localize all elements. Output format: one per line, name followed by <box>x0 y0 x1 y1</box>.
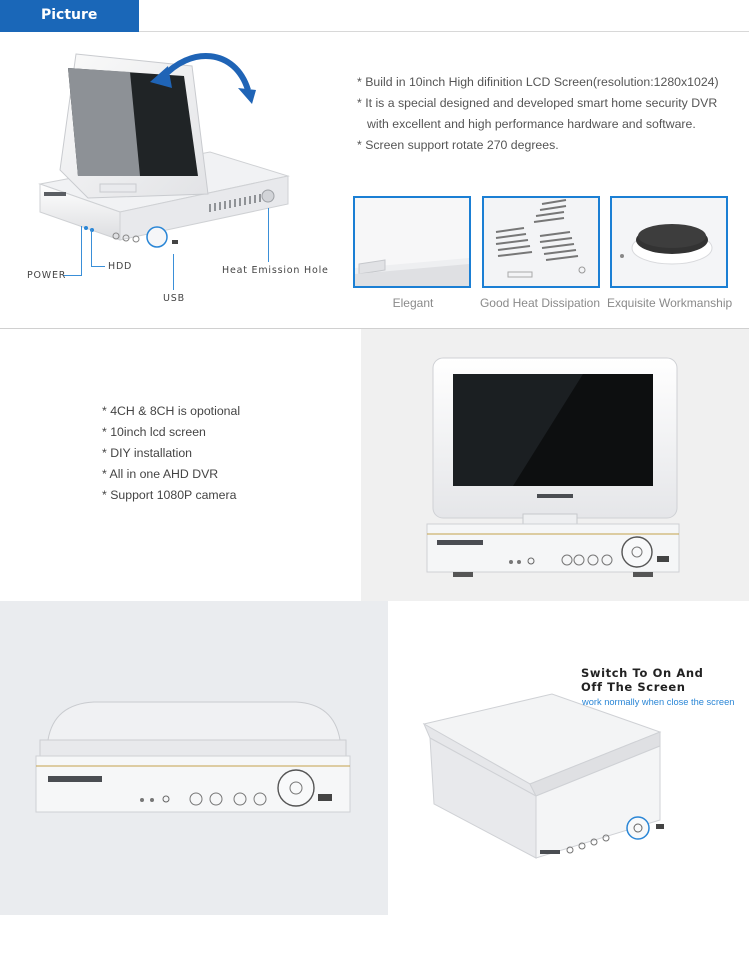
feature-item: * All in one AHD DVR <box>102 467 219 481</box>
feature-item: * Screen support rotate 270 degrees. <box>357 138 559 152</box>
section-divider <box>0 328 749 329</box>
detail-caption: Good Heat Dissipation <box>479 296 601 310</box>
power-callout-line <box>81 226 82 276</box>
detail-caption: Exquisite Workmanship <box>607 296 733 310</box>
detail-thumb-workmanship <box>610 196 728 288</box>
product-feature-list: * 4CH & 8CH is opotional * 10inch lcd sc… <box>102 401 240 506</box>
heat-callout-label: Heat Emission Hole <box>222 265 329 276</box>
section-header-bar <box>0 0 749 32</box>
hdd-callout-line <box>91 266 105 267</box>
screen-feature-list: * Build in 10inch High difinition LCD Sc… <box>357 72 747 156</box>
usb-callout-label: USB <box>163 293 185 304</box>
hdd-callout-line <box>91 228 92 266</box>
dvr-closed-angled-image <box>422 693 664 859</box>
section-header-title: Picture <box>41 7 98 23</box>
power-callout-label: POWER <box>27 270 67 281</box>
power-callout-line <box>63 275 81 276</box>
detail-thumb-elegant <box>353 196 471 288</box>
section-header-tab: Picture <box>0 0 139 32</box>
feature-item: * Build in 10inch High difinition LCD Sc… <box>357 75 719 89</box>
dvr-front-view-image <box>426 357 680 577</box>
feature-item: with excellent and high performance hard… <box>367 117 696 131</box>
feature-item: * It is a special designed and developed… <box>357 96 718 110</box>
usb-callout-line <box>173 254 174 290</box>
feature-item: * DIY installation <box>102 446 192 460</box>
feature-item: * Support 1080P camera <box>102 488 237 502</box>
detail-caption: Elegant <box>392 296 434 310</box>
feature-item: * 10inch lcd screen <box>102 425 206 439</box>
switch-screen-title: Switch To On And Off The Screen <box>581 666 704 694</box>
detail-thumb-heat <box>482 196 600 288</box>
switch-screen-subtitle: work normally when close the screen <box>582 697 735 707</box>
feature-item: * 4CH & 8CH is opotional <box>102 404 241 418</box>
heat-callout-line <box>268 208 269 262</box>
dvr-open-screen-image <box>38 53 290 248</box>
hdd-callout-label: HDD <box>108 261 133 272</box>
dvr-closed-front-image <box>35 701 351 813</box>
